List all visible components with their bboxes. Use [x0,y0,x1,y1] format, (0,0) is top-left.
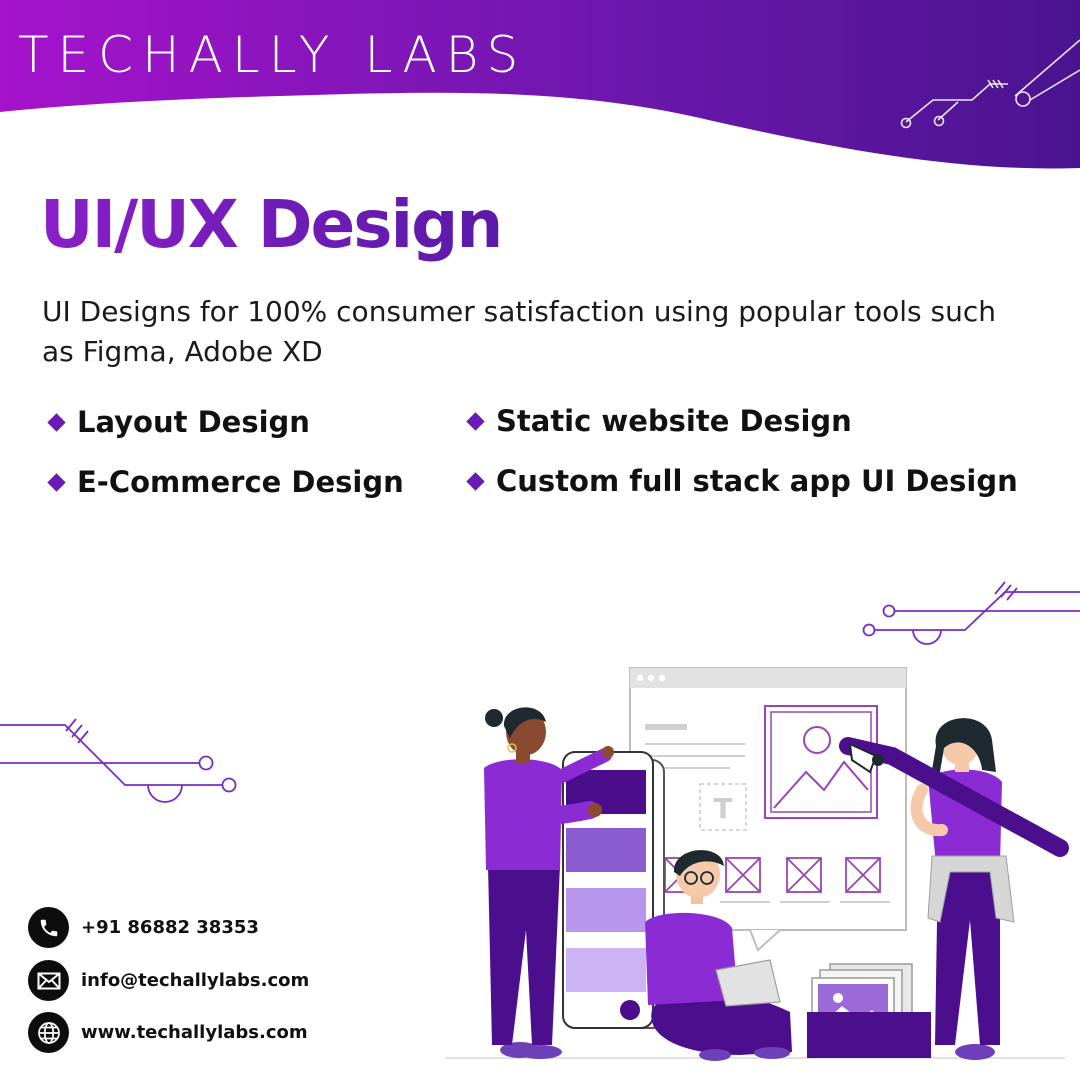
designer-figure-right [839,718,1069,1060]
phone-icon [28,907,69,948]
designer-figure-left [484,707,614,1059]
circuit-decoration-right [862,581,1080,645]
feature-item: Custom full stack app UI Design [466,464,1018,498]
feature-label: Layout Design [77,405,310,439]
diamond-bullet-icon [47,412,66,432]
website-url: www.techallylabs.com [81,1022,308,1043]
feature-label: Static website Design [496,404,852,438]
feature-item: Static website Design [466,404,852,438]
feature-label: Custom full stack app UI Design [496,464,1018,498]
header-wave [0,0,1080,169]
brand-name-part1: TECHALLY [18,26,339,84]
feature-item: Layout Design [47,405,310,439]
page-title: UI/UX Design [40,186,503,263]
contact-email[interactable]: info@techallylabs.com [28,960,309,1001]
browser-window-graphic: T [629,667,907,952]
email-address: info@techallylabs.com [81,970,310,991]
feature-label: E-Commerce Design [77,465,404,499]
service-description: UI Designs for 100% consumer satisfactio… [42,295,997,368]
feature-item: E-Commerce Design [47,465,404,499]
header-circuit-lines [900,39,1080,129]
design-team-illustration: T [445,667,1069,1061]
designer-figure-sitting [645,850,792,1061]
brand-logo: TECHALLY LABS [18,26,527,84]
diamond-bullet-icon [47,472,66,492]
text-tile-glyph: T [713,792,732,825]
diamond-bullet-icon [466,411,485,431]
contact-website[interactable]: www.techallylabs.com [28,1012,308,1053]
mail-icon [28,960,69,1001]
phone-number: +91 86882 38353 [81,917,259,938]
header-banner: TECHALLY LABS [0,0,1080,175]
globe-icon [28,1012,69,1053]
contact-phone[interactable]: +91 86882 38353 [28,907,259,948]
circuit-decoration-left [0,718,237,803]
diamond-bullet-icon [466,471,485,491]
photo-frames-box [807,963,931,1058]
brand-name-part2: LABS [364,26,528,84]
